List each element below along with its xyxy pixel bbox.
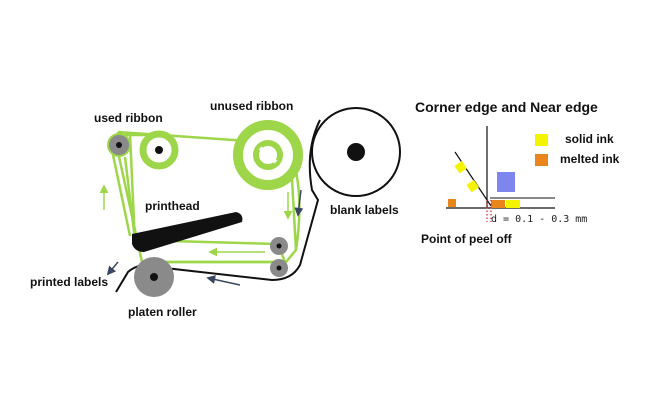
platen-roller bbox=[134, 257, 174, 297]
legend-label-solid-ink: solid ink bbox=[565, 132, 614, 146]
solid-ink-block bbox=[506, 200, 520, 208]
melted-ink-block bbox=[491, 200, 505, 208]
arrow-icon bbox=[206, 275, 241, 286]
label-printed-labels: printed labels bbox=[30, 275, 108, 289]
unused-ribbon-roll bbox=[233, 120, 303, 190]
solid-ink-block bbox=[466, 179, 479, 193]
detail-inset: Corner edge and Near edge solid ink melt… bbox=[415, 99, 620, 246]
detail-diagonal bbox=[454, 151, 492, 207]
guide-roller-lower bbox=[270, 259, 288, 277]
legend-label-melted-ink: melted ink bbox=[560, 152, 620, 166]
peel-label: Point of peel off bbox=[421, 232, 513, 246]
legend-swatch-melted-ink bbox=[535, 154, 548, 166]
label-used-ribbon: used ribbon bbox=[94, 111, 163, 125]
melted-ink-block bbox=[448, 199, 456, 207]
arrow-icon bbox=[106, 261, 119, 276]
label-printhead: printhead bbox=[145, 199, 200, 213]
label-unused-ribbon: unused ribbon bbox=[210, 99, 293, 113]
used-ribbon-roll bbox=[107, 130, 179, 170]
legend-swatch-solid-ink bbox=[535, 134, 548, 146]
label-platen-roller: platen roller bbox=[128, 305, 197, 319]
dimension-label: d = 0.1 - 0.3 mm bbox=[491, 214, 587, 225]
guide-roller-upper bbox=[270, 237, 288, 255]
detail-title: Corner edge and Near edge bbox=[415, 99, 598, 115]
arrow-icon bbox=[294, 189, 304, 217]
printhead bbox=[132, 212, 243, 252]
solid-ink-block bbox=[454, 160, 467, 174]
label-blank-labels: blank labels bbox=[330, 203, 399, 217]
blank-labels-roll bbox=[311, 107, 401, 197]
blue-block bbox=[497, 172, 515, 192]
